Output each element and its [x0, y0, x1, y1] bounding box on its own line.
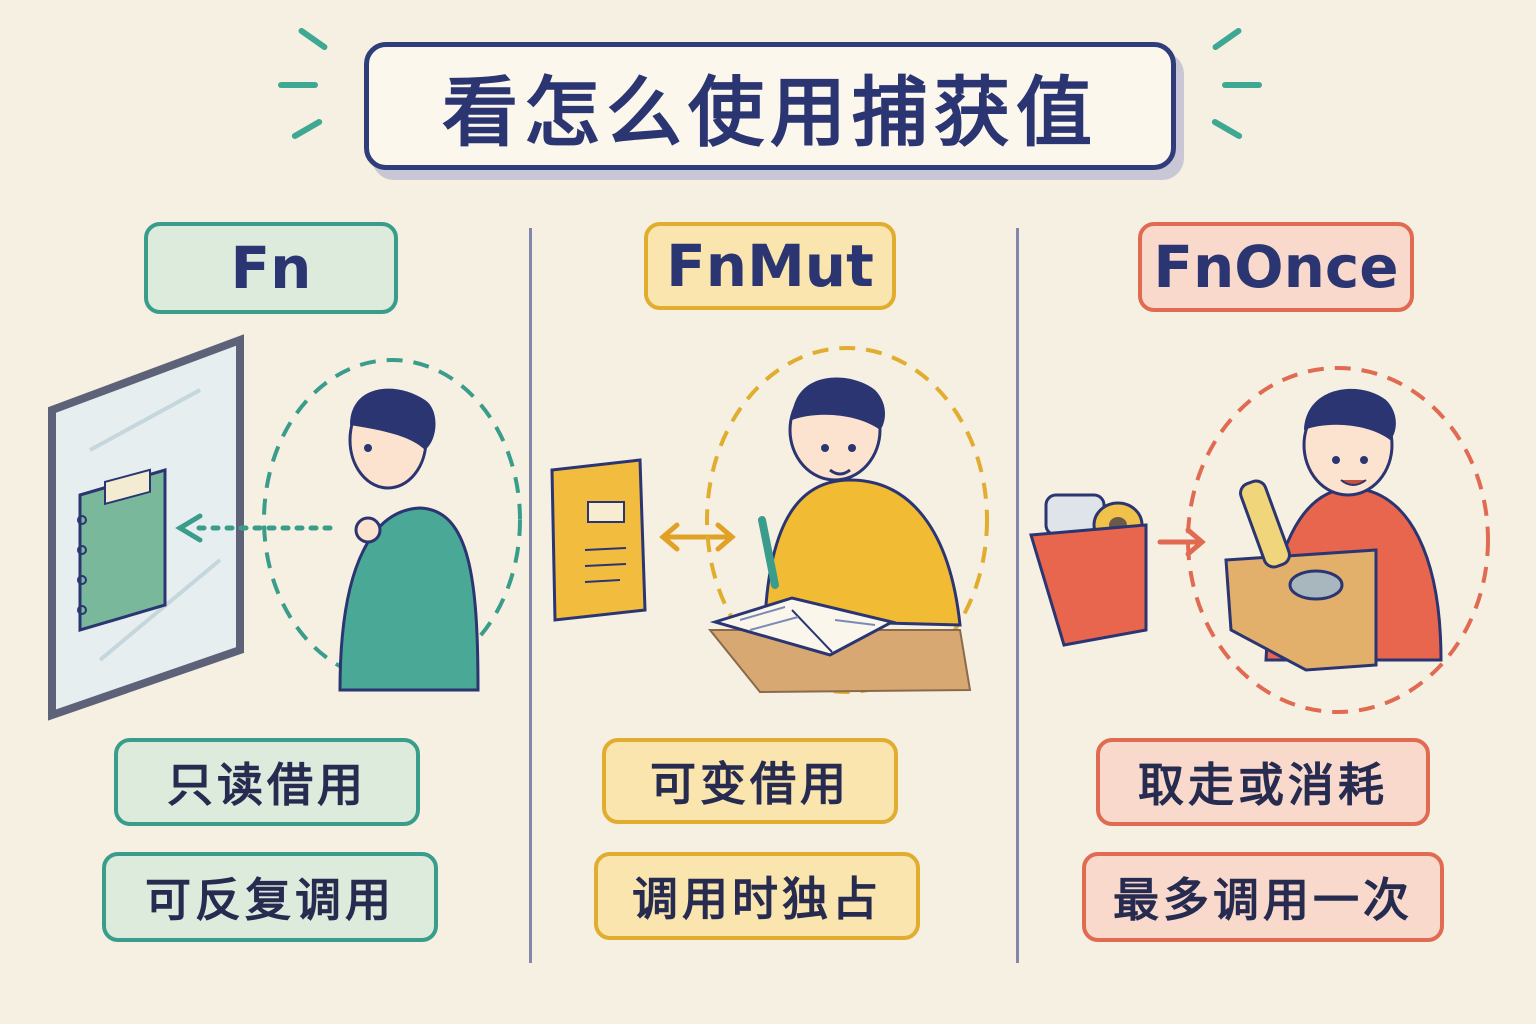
- fnmut-illustration: [550, 346, 989, 694]
- column-divider: [1016, 228, 1019, 963]
- fn-illustration: [48, 334, 522, 721]
- desc-pill-fn-2: 可反复调用: [102, 852, 438, 942]
- pen-icon: [758, 516, 779, 589]
- desc-text: 取走或消耗: [1138, 758, 1388, 812]
- thinking-boy-icon: [338, 388, 480, 692]
- spark-decoration: [278, 82, 318, 88]
- double-arrow-icon: [659, 522, 736, 552]
- scope-circle: [1186, 366, 1490, 714]
- writing-boy-icon: [763, 377, 962, 627]
- dotted-arrow-left-icon: [175, 513, 333, 543]
- title-box: 看怎么使用捕获值: [364, 42, 1176, 170]
- page-title: 看怎么使用捕获值: [442, 68, 1098, 157]
- red-box-icon: [1029, 493, 1148, 647]
- trait-label-fnonce: FnOnce: [1138, 222, 1414, 312]
- trait-label-fnmut: FnMut: [644, 222, 896, 310]
- spark-decoration: [1210, 117, 1244, 141]
- green-notebook-icon: [77, 467, 167, 633]
- spark-decoration: [1211, 26, 1243, 52]
- desc-text: 最多调用一次: [1113, 873, 1413, 927]
- desc-pill-fnonce-1: 取走或消耗: [1096, 738, 1430, 826]
- desc-pill-fnmut-2: 调用时独占: [594, 852, 920, 940]
- fnonce-illustration: [1029, 366, 1490, 714]
- desc-pill-fnonce-2: 最多调用一次: [1082, 852, 1444, 942]
- open-book-icon: [709, 596, 897, 657]
- desc-text: 可变借用: [650, 757, 850, 811]
- trait-label-text: FnMut: [666, 232, 874, 300]
- trait-label-fn: Fn: [144, 222, 398, 314]
- yellow-notebook-icon: [550, 458, 647, 622]
- arrow-right-icon: [1157, 527, 1206, 557]
- boy-with-box-icon: [1224, 388, 1443, 672]
- desc-pill-fn-1: 只读借用: [114, 738, 420, 826]
- desc-text: 可反复调用: [145, 873, 395, 927]
- desc-text: 调用时独占: [632, 872, 882, 926]
- trait-label-text: FnOnce: [1153, 233, 1399, 301]
- column-divider: [529, 228, 532, 963]
- spark-decoration: [297, 26, 329, 52]
- desc-pill-fnmut-1: 可变借用: [602, 738, 898, 824]
- spark-decoration: [1222, 82, 1262, 88]
- spark-decoration: [290, 117, 324, 141]
- desc-text: 只读借用: [167, 758, 367, 812]
- trait-label-text: Fn: [230, 234, 312, 302]
